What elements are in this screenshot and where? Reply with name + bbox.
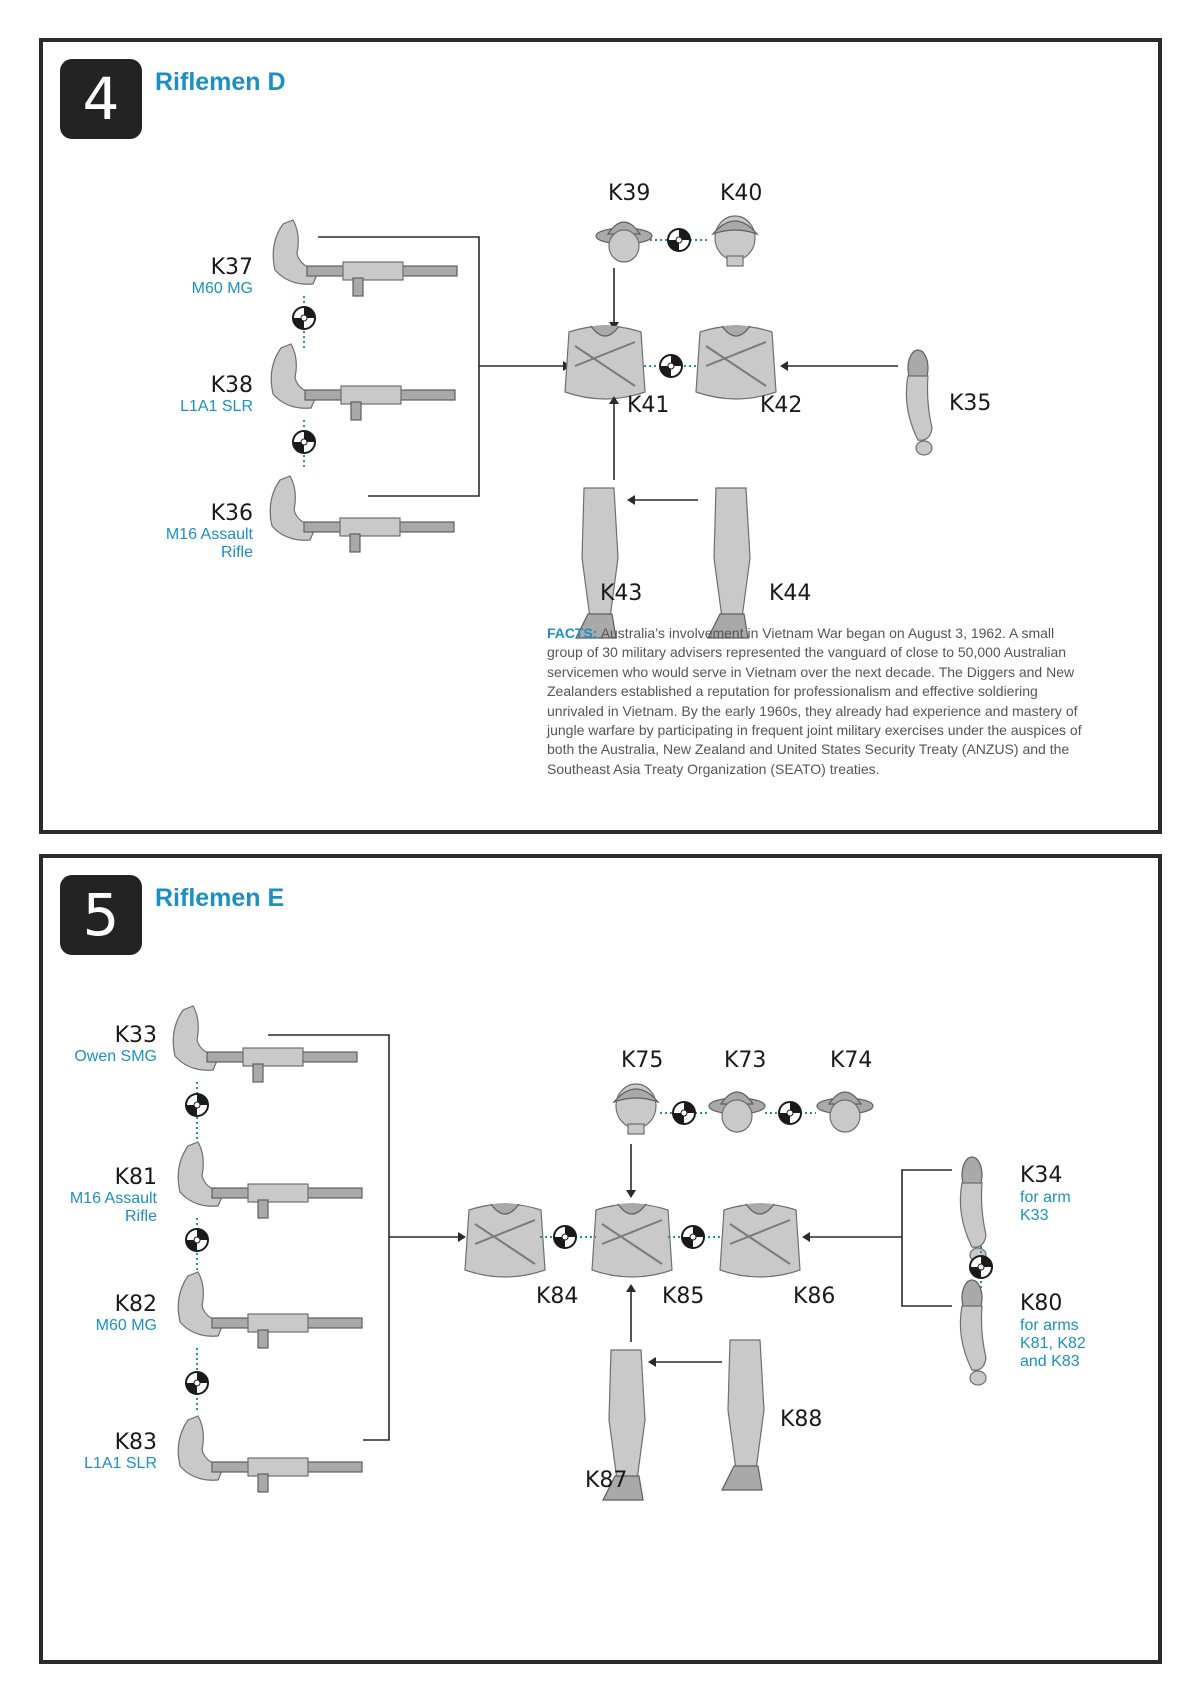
leg-part (721, 1339, 765, 1491)
arm-bare-part (959, 1279, 987, 1386)
part-code-label: K38 (211, 373, 253, 398)
part-code-label: K36 (211, 501, 253, 526)
part-code-label: K33 (115, 1023, 157, 1048)
alternative-choice-icon (667, 228, 691, 252)
arm-gun-part (177, 1271, 363, 1349)
torso-part (464, 1203, 546, 1278)
part-description-label: for arms (1020, 1317, 1079, 1334)
arm-gun-part (269, 475, 455, 553)
head-part (712, 215, 758, 267)
part-code-label: K74 (830, 1048, 872, 1073)
arm-gun-part (172, 1005, 358, 1083)
facts-paragraph: FACTS: Australia’s involvement in Vietna… (547, 624, 1087, 779)
part-code-label: K44 (769, 581, 811, 606)
head-part (816, 1091, 874, 1133)
alternative-choice-icon (185, 1228, 209, 1252)
leg-part (707, 487, 751, 639)
part-code-label: K81 (115, 1165, 157, 1190)
part-code-label: K80 (1020, 1291, 1062, 1316)
part-description-label: Owen SMG (74, 1048, 157, 1065)
part-description-label: M60 MG (192, 280, 253, 297)
part-description-label: K33 (1020, 1207, 1049, 1224)
step-4-panel: 4 Riflemen D (39, 38, 1162, 834)
arm-gun-part (272, 219, 458, 297)
alternative-choice-icon (778, 1101, 802, 1125)
alternative-choice-icon (292, 430, 316, 454)
part-code-label: K35 (949, 391, 991, 416)
arm-gun-part (177, 1415, 363, 1493)
torso-part (591, 1203, 673, 1278)
part-description-label: M16 Assault (70, 1190, 158, 1207)
torso-part (564, 325, 646, 400)
part-code-label: K34 (1020, 1163, 1062, 1188)
head-part (595, 221, 653, 263)
alternative-choice-icon (292, 306, 316, 330)
part-code-label: K82 (115, 1292, 157, 1317)
alternative-choice-icon (681, 1225, 705, 1249)
torso-part (719, 1203, 801, 1278)
head-part (613, 1083, 659, 1135)
part-code-label: K37 (211, 255, 253, 280)
arm-gun-part (177, 1141, 363, 1219)
part-code-label: K87 (585, 1468, 627, 1493)
part-code-label: K75 (621, 1048, 663, 1073)
part-description-label: for arm (1020, 1189, 1071, 1206)
step-title: Riflemen E (155, 884, 285, 912)
part-code-label: K40 (720, 181, 762, 206)
part-code-label: K41 (627, 393, 669, 418)
head-part (708, 1091, 766, 1133)
alternative-choice-icon (672, 1101, 696, 1125)
torso-part (695, 325, 777, 400)
part-code-label: K84 (536, 1284, 578, 1309)
leg-part (575, 487, 619, 639)
part-code-label: K86 (793, 1284, 835, 1309)
part-description-label: L1A1 SLR (180, 398, 253, 415)
part-description-label: M60 MG (96, 1317, 157, 1334)
facts-text: Australia’s involvement in Vietnam War b… (547, 625, 1082, 777)
alternative-choice-icon (659, 354, 683, 378)
part-description-label: M16 Assault (166, 526, 254, 543)
part-code-label: K85 (662, 1284, 704, 1309)
alternative-choice-icon (969, 1255, 993, 1279)
step-number-badge: 4 (60, 59, 142, 139)
arm-bare-part (905, 349, 933, 456)
alternative-choice-icon (553, 1225, 577, 1249)
part-code-label: K88 (780, 1407, 822, 1432)
part-description-label: K81, K82 (1020, 1335, 1086, 1352)
part-description-label: and K83 (1020, 1353, 1080, 1370)
part-description-label: Rifle (221, 544, 253, 561)
part-code-label: K43 (600, 581, 642, 606)
part-code-label: K39 (608, 181, 650, 206)
step-number-badge: 5 (60, 875, 142, 955)
step-4-diagram: K37 M60 MG K38 L1A1 SLR K36 M16 Assault … (166, 181, 991, 639)
part-code-label: K73 (724, 1048, 766, 1073)
alternative-choice-icon (185, 1093, 209, 1117)
step-title: Riflemen D (155, 68, 286, 96)
step-5-diagram: K33 Owen SMG K81 M16 Assault Rifle K82 M… (70, 1005, 1086, 1501)
arm-bare-part (959, 1156, 987, 1263)
alternative-choice-icon (185, 1371, 209, 1395)
part-code-label: K42 (760, 393, 802, 418)
part-description-label: L1A1 SLR (84, 1455, 157, 1472)
part-code-label: K83 (115, 1430, 157, 1455)
facts-label: FACTS: (547, 625, 598, 641)
part-description-label: Rifle (125, 1208, 157, 1225)
arm-gun-part (270, 343, 456, 421)
